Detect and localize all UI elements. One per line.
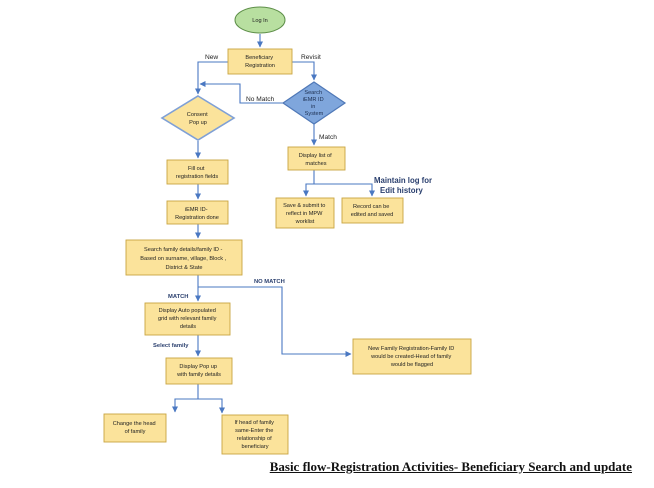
edge-to-if-head: [198, 398, 225, 414]
svg-text:iEMR ID- Registration do: iEMR ID- Registration done: [175, 207, 219, 221]
svg-text:Display Auto populated g: Display Auto populated grid with relevan…: [158, 308, 218, 330]
svg-text:Maintain log for Edit hi: Maintain log for Edit history: [374, 176, 434, 195]
svg-text:Save & submit to reflect: Save & submit to reflect in MPW worklist: [283, 203, 327, 225]
svg-text:Beneficiary Registration: Beneficiary Registration: [245, 55, 275, 69]
edge-to-save: [303, 170, 315, 197]
node-new-family: New Family Registration-Family ID would …: [352, 338, 472, 375]
edge-to-change-head: [172, 384, 199, 413]
svg-text:If head of family same-E: If head of family same-Enter the relatio…: [234, 420, 275, 450]
node-change-head: Change the head of family: [103, 413, 167, 443]
note-maintain-log: Maintain log for Edit history: [374, 176, 434, 195]
node-beneficiary-registration: Beneficiary Registration: [227, 48, 293, 75]
svg-text:Change the head of famil: Change the head of family: [113, 421, 158, 435]
edge-label-no-match-caps: NO MATCH: [254, 279, 285, 285]
svg-text:Fill out registration fi: Fill out registration fields: [176, 166, 218, 180]
edge-no-match: [199, 81, 284, 104]
connectors: [172, 34, 375, 414]
svg-text:Record can be edited and: Record can be edited and saved: [351, 204, 394, 218]
node-display-popup: Display Pop up with family details: [165, 357, 233, 385]
node-search-iemr-decision: Search iEMR ID in System: [281, 81, 347, 125]
edge-label-match: Match: [319, 134, 337, 141]
node-display-auto: Display Auto populated grid with relevan…: [144, 302, 231, 336]
edge-label-no-match: No Match: [246, 96, 275, 103]
svg-text:Consent Pop up: Consent Pop up: [187, 112, 209, 126]
svg-text:Display Pop up with fami: Display Pop up with family details: [176, 364, 221, 378]
node-iemr-registration-done: iEMR ID- Registration done: [166, 200, 229, 225]
edge-to-record: [314, 183, 375, 197]
svg-text:Display list of matches: Display list of matches: [299, 153, 334, 167]
node-save-submit: Save & submit to reflect in MPW worklist: [275, 197, 335, 229]
svg-text:Search iEMR ID in: Search iEMR ID in System: [303, 90, 325, 117]
edge-label-revisit: Revisit: [301, 54, 321, 61]
edge-label-match-caps: MATCH: [168, 294, 189, 300]
edge-revisit: [292, 61, 317, 81]
log-in-label: Log In: [252, 18, 268, 24]
node-search-family: Search family details/family ID - Based …: [125, 239, 243, 276]
node-log-in: Log In: [234, 6, 286, 34]
node-consent-decision: Consent Pop up: [160, 95, 236, 141]
edge-no-match-caps: [198, 286, 352, 357]
node-if-head-same: If head of family same-Enter the relatio…: [221, 414, 289, 455]
edge-label-select-family: Select family: [153, 343, 189, 349]
node-display-list: Display list of matches: [287, 146, 346, 171]
svg-text:New Family Registration-Family: New Family Registration-Family ID would …: [368, 346, 456, 368]
diagram-caption: Basic flow-Registration Activities- Bene…: [269, 459, 632, 474]
edge-label-new: New: [205, 54, 218, 61]
edge-new: [195, 61, 228, 95]
node-fill-out: Fill out registration fields: [166, 159, 229, 185]
node-record-edited: Record can be edited and saved: [341, 197, 404, 224]
svg-text:Search family details/family I: Search family details/family ID - Based …: [140, 247, 227, 271]
